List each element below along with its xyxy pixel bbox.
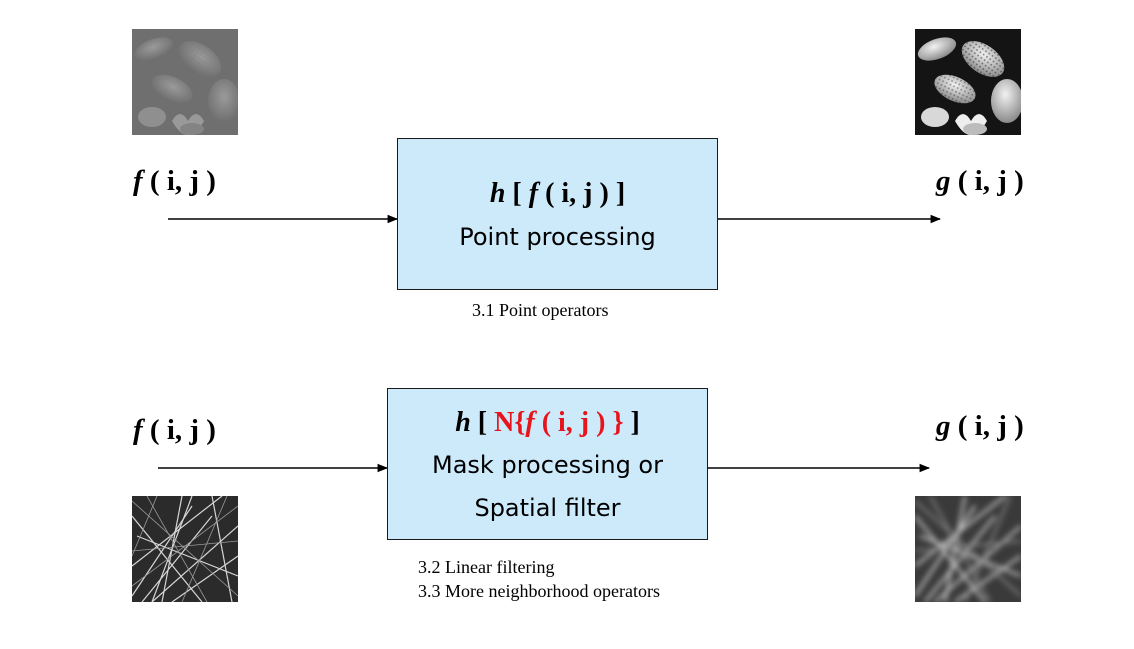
bottom-output-symbol: g (936, 410, 951, 442)
top-output-label: g ( i, j ) (936, 167, 1024, 196)
bottom-output-image (915, 496, 1021, 602)
top-output-args: ( i, j ) (957, 165, 1024, 197)
bottom-input-image (132, 496, 238, 602)
bottom-input-symbol: f (133, 414, 143, 446)
top-output-image (915, 29, 1021, 135)
bottom-formula-n: N{ (494, 407, 526, 438)
neighborhood-operators-caption: 3.3 More neighborhood operators (418, 581, 660, 601)
bottom-formula-open: [ (470, 407, 495, 438)
spatial-filter-label: Spatial filter (474, 494, 621, 522)
mask-processing-formula: h [ N{f ( i, j ) } ] (388, 409, 707, 437)
bottom-formula-h: h (455, 407, 471, 438)
mask-processing-label: Mask processing or (432, 451, 663, 479)
top-formula-args: ( i, j ) (538, 178, 616, 209)
bottom-output-label: g ( i, j ) (936, 412, 1024, 441)
top-input-symbol: f (133, 165, 143, 197)
bottom-input-label: f ( i, j ) (133, 416, 216, 445)
linear-filtering-caption: 3.2 Linear filtering (418, 557, 555, 577)
bottom-output-args: ( i, j ) (957, 410, 1024, 442)
mask-processing-box: h [ N{f ( i, j ) } ] Mask processing or … (387, 388, 708, 540)
top-formula-open: [ (505, 178, 529, 209)
bottom-formula-f: f (525, 407, 535, 438)
top-output-symbol: g (936, 165, 951, 197)
point-processing-label: Point processing (459, 223, 656, 251)
bottom-input-args: ( i, j ) (149, 414, 216, 446)
top-formula-h: h (489, 178, 506, 209)
top-formula-f: f (528, 178, 539, 209)
point-processing-formula: h [ f ( i, j ) ] (398, 180, 717, 208)
point-processing-box: h [ f ( i, j ) ] Point processing (397, 138, 718, 290)
top-formula-close: ] (615, 178, 626, 209)
top-input-label: f ( i, j ) (133, 167, 216, 196)
top-input-args: ( i, j ) (149, 165, 216, 197)
bottom-formula-close: ] (623, 407, 640, 438)
bottom-formula-args: ( i, j ) } (534, 407, 624, 438)
point-operators-caption: 3.1 Point operators (472, 300, 609, 320)
top-input-image (132, 29, 238, 135)
